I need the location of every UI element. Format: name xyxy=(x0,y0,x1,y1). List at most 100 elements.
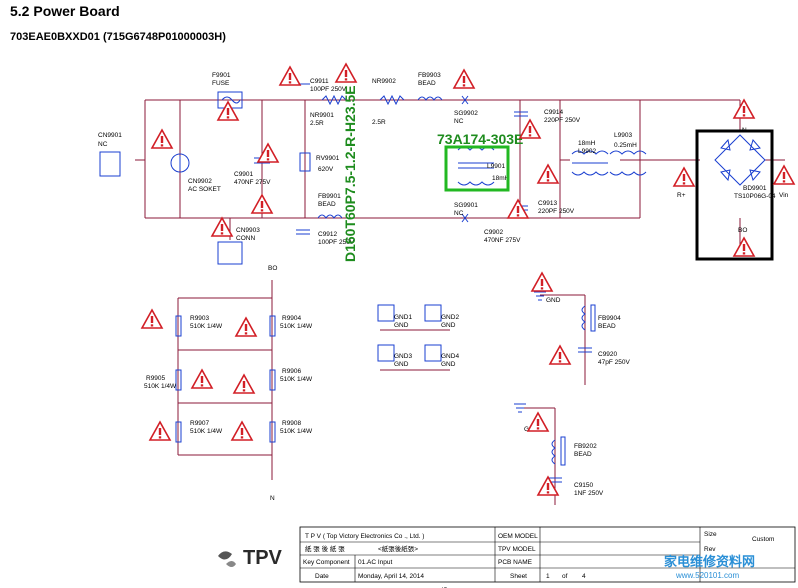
sg9902-gap xyxy=(461,95,469,105)
gnd1-pad xyxy=(377,304,395,322)
c9912-ref: C9912 xyxy=(318,231,338,238)
warning-icon xyxy=(235,317,257,337)
fb9901-bead xyxy=(317,214,343,219)
cn9902-ref: CN9902 xyxy=(188,178,212,185)
nr9902-ref: NR9902 xyxy=(372,78,396,85)
cn9901-value: NC xyxy=(98,141,108,148)
warning-icon xyxy=(531,272,553,292)
c9913-ref: C9913 xyxy=(538,200,558,207)
warning-icon xyxy=(733,237,755,257)
cn9903-value: CONN xyxy=(236,235,255,242)
c9901-value: 470NF 275V xyxy=(234,179,271,186)
fb9202-bead xyxy=(551,439,556,465)
l9901-value: 18mH xyxy=(492,175,510,182)
c9914-ref: C9914 xyxy=(544,109,564,116)
warning-icon xyxy=(257,143,279,163)
date-value: Monday, April 14, 2014 xyxy=(358,573,424,580)
c9913-value: 220PF 250V xyxy=(538,208,575,215)
warning-icon xyxy=(733,99,755,119)
bridge-highlight-box xyxy=(695,129,774,261)
vertical-part-number: D160T60P7.5-1.2-R-H23.5E xyxy=(342,85,358,262)
highlight-part-number: 73A174-303E xyxy=(437,131,523,147)
nr9901-thermistor xyxy=(321,94,347,106)
gnd4-pad xyxy=(424,344,442,362)
size-label: Size xyxy=(704,531,717,538)
c9901-ref: C9901 xyxy=(234,171,254,178)
watermark-url: www.520101.com xyxy=(675,571,739,580)
sheet-label: Sheet xyxy=(510,573,527,580)
l9901-ref: L9901 xyxy=(487,163,505,170)
f9901-value: FUSE xyxy=(212,80,230,87)
c9911-value: 100PF 250V xyxy=(310,86,347,93)
r9903-value: 510K 1/4W xyxy=(190,323,223,330)
l9902-ref: L9902 xyxy=(578,148,596,155)
size-value: Custom xyxy=(752,536,774,543)
net-l-plus: R+ xyxy=(677,192,686,199)
board-part-number: 703EAE0BXXD01 (715G6748P01000003H) xyxy=(10,31,226,43)
net-n-ladder: N xyxy=(270,495,275,502)
l9903-winding xyxy=(609,150,647,155)
fb9202-value: BEAD xyxy=(574,451,592,458)
f9901-ref: F9901 xyxy=(212,72,231,79)
c9920-ref: C9920 xyxy=(598,351,618,358)
warning-icon xyxy=(251,194,273,214)
cn9901-connector xyxy=(99,151,121,177)
gnd2-value: GND xyxy=(441,322,456,329)
of-label: of xyxy=(562,573,568,580)
bd9901-bridge xyxy=(714,134,766,186)
gnd4-ref: GND4 xyxy=(441,353,459,360)
wires xyxy=(135,99,785,505)
fb9903-bead xyxy=(417,96,443,101)
warning-icon xyxy=(773,165,795,185)
l9903-ref: L9903 xyxy=(614,132,632,139)
r9904-resistor xyxy=(269,315,276,337)
r9905-resistor xyxy=(175,369,182,391)
gnd1-ref: GND1 xyxy=(394,314,412,321)
fb9904-bead xyxy=(581,305,586,331)
l9902-winding xyxy=(571,150,609,155)
of-value: 4 xyxy=(582,573,586,580)
site-watermark: 家电维修资料网 www.520101.com xyxy=(664,554,755,580)
warning-icon xyxy=(519,119,541,139)
pcb-name-label: PCB NAME xyxy=(498,559,533,566)
r9904-ref: R9904 xyxy=(282,315,302,322)
key-component-value: 01.AC Input xyxy=(358,559,393,566)
r9908-resistor xyxy=(269,421,276,443)
fb9904-value: BEAD xyxy=(598,323,616,330)
nr9902-value: 2.5R xyxy=(372,119,386,126)
r9908-value: 510K 1/4W xyxy=(280,428,313,435)
r9908-ref: R9908 xyxy=(282,420,302,427)
gnd-symbol-2 xyxy=(514,403,526,413)
l9901-winding-bottom xyxy=(457,181,495,186)
r9906-ref: R9906 xyxy=(282,368,302,375)
warning-icon xyxy=(141,309,163,329)
c9902-ref: C9902 xyxy=(484,229,504,236)
fb9903-ref: FB9903 xyxy=(418,72,441,79)
c9150-value: 1NF 250V xyxy=(574,490,604,497)
fb9903-value: BEAD xyxy=(418,80,436,87)
cn-doc-text: 紙 張 後 紙 張 xyxy=(305,544,345,553)
rv9901-varistor xyxy=(299,152,311,172)
sg9901-ref: SG9901 xyxy=(454,202,478,209)
r9907-resistor xyxy=(175,421,182,443)
warning-icon xyxy=(191,369,213,389)
rev-label: Rev xyxy=(704,546,716,553)
l9902-value: 18mH xyxy=(578,140,596,147)
fb9901-ref: FB9901 xyxy=(318,193,341,200)
logo-mark xyxy=(218,551,232,560)
gnd-symbol-1 xyxy=(534,291,546,301)
gnd3-value: GND xyxy=(394,361,409,368)
gnd2-ref: GND2 xyxy=(441,314,459,321)
r9907-ref: R9907 xyxy=(190,420,210,427)
bd9901-value: TS10P06G-04 xyxy=(734,193,776,200)
sg9901-value: NC xyxy=(454,210,464,217)
sg9901-gap xyxy=(461,213,469,223)
warning-icon xyxy=(527,412,549,432)
logo-text: TPV xyxy=(243,547,283,569)
cn9903-ref: CN9903 xyxy=(236,227,260,234)
c9902-value: 470NF 275V xyxy=(484,237,521,244)
warning-icon xyxy=(549,345,571,365)
warning-icon xyxy=(453,69,475,89)
warning-icon xyxy=(673,167,695,187)
